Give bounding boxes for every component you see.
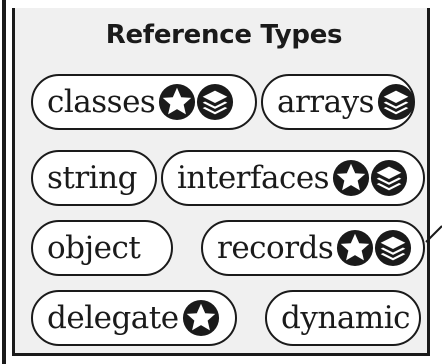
panel-title: Reference Types [105,20,343,50]
type-label: records [217,230,334,266]
type-label: interfaces [177,160,330,196]
star-icon [159,83,196,121]
stack-icon [375,229,412,267]
type-pill-dynamic: dynamic [265,290,421,346]
stack-icon [197,83,234,121]
left-border-rule [2,0,6,364]
type-label: classes [47,84,156,120]
star-icon [337,229,374,267]
reference-types-panel: Reference Types classes arrays [12,8,430,356]
type-pill-string: string [31,150,157,206]
type-pill-delegate: delegate [31,290,237,346]
type-pill-object: object [31,220,173,276]
type-label: arrays [277,84,375,120]
type-pill-records: records [201,220,425,276]
type-label: string [47,160,137,196]
type-label: object [47,230,141,266]
star-icon [182,299,219,337]
stack-icon [371,159,408,197]
star-icon [333,159,370,197]
type-pill-classes: classes [31,74,257,130]
type-label: delegate [47,300,179,336]
type-pill-interfaces: interfaces [161,150,425,206]
type-pill-arrays: arrays [261,74,415,130]
connector-line [425,225,442,243]
stack-icon [377,83,415,121]
type-label: dynamic [281,300,410,336]
